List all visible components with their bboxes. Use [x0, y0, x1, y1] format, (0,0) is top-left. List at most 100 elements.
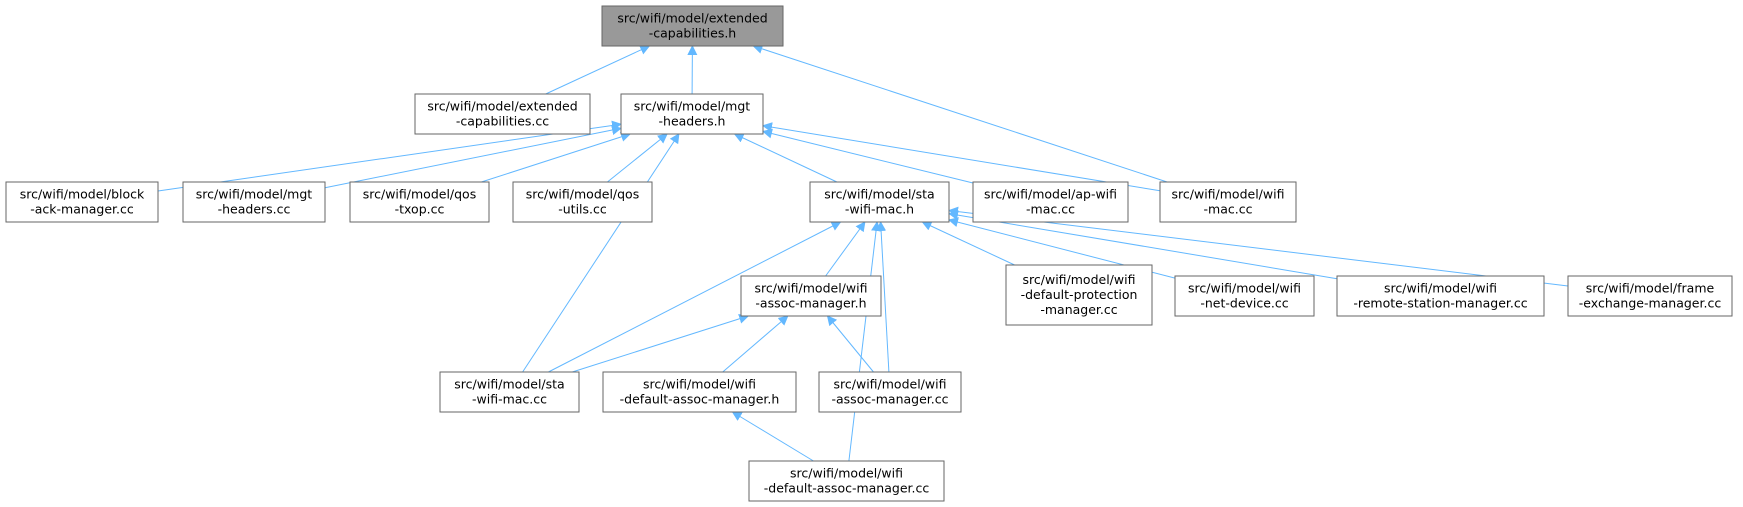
node-label-line: src/wifi/model/extended	[427, 99, 577, 114]
edge-n17-to-n10	[826, 315, 874, 373]
node-box	[1336, 275, 1545, 317]
edge-n6-to-n2	[607, 133, 668, 183]
node-label-line: src/wifi/model/wifi	[790, 466, 903, 481]
node-label-line: src/wifi/model/wifi	[834, 377, 947, 392]
node-n6[interactable]: src/wifi/model/qos-utils.cc	[512, 181, 653, 223]
node-box	[512, 181, 653, 223]
node-label-line: src/wifi/model/block	[20, 187, 145, 202]
edge-n4-to-n2	[324, 125, 622, 189]
edge-n17-to-n7	[876, 221, 890, 373]
node-label-line: -capabilities.h	[649, 26, 736, 41]
edge-n10-to-n7	[825, 221, 866, 277]
node-label-line: src/wifi/model/frame	[1586, 281, 1715, 296]
node-n3[interactable]: src/wifi/model/block-ack-manager.cc	[5, 181, 159, 223]
node-label-line: src/wifi/model/wifi	[1188, 281, 1301, 296]
node-label-line: -capabilities.cc	[456, 114, 549, 129]
node-box	[439, 371, 580, 413]
edge-n9-to-n2	[762, 122, 1161, 192]
node-box	[182, 181, 326, 223]
node-box	[1174, 275, 1315, 317]
edge-n3-to-n2	[157, 120, 622, 192]
nodes-layer: src/wifi/model/extended-capabilities.hsr…	[5, 5, 1733, 502]
node-n1[interactable]: src/wifi/model/extended-capabilities.cc	[414, 93, 591, 135]
node-label-line: -net-device.cc	[1200, 296, 1288, 311]
node-n9[interactable]: src/wifi/model/wifi-mac.cc	[1159, 181, 1297, 223]
node-n12[interactable]: src/wifi/model/wifi-net-device.cc	[1174, 275, 1315, 317]
node-label-line: src/wifi/model/wifi	[643, 377, 756, 392]
edges-layer	[157, 44, 1569, 462]
node-n8[interactable]: src/wifi/model/ap-wifi-mac.cc	[972, 181, 1129, 223]
node-n15[interactable]: src/wifi/model/sta-wifi-mac.cc	[439, 371, 580, 413]
node-root[interactable]: src/wifi/model/extended-capabilities.h	[601, 5, 784, 47]
edge-n15-to-n2	[522, 133, 680, 373]
node-label-line: -default-assoc-manager.cc	[764, 481, 930, 496]
node-label-line: -default-assoc-manager.h	[620, 392, 780, 407]
node-box	[601, 5, 784, 47]
node-label-line: src/wifi/model/mgt	[196, 187, 312, 202]
node-box	[349, 181, 490, 223]
node-label-line: -utils.cc	[558, 202, 607, 217]
node-box	[740, 275, 882, 317]
node-box	[620, 93, 764, 135]
edge-n9-to-n0	[752, 44, 1168, 183]
edge-n15-to-n10	[572, 313, 750, 373]
node-box	[809, 181, 950, 223]
node-box	[1159, 181, 1297, 223]
node-label-line: -wifi-mac.h	[845, 202, 914, 217]
node-box	[972, 181, 1129, 223]
node-n2[interactable]: src/wifi/model/mgt-headers.h	[620, 93, 764, 135]
node-label-line: -headers.h	[659, 114, 726, 129]
node-label-line: -manager.cc	[1040, 302, 1117, 317]
node-n13[interactable]: src/wifi/model/wifi-remote-station-manag…	[1336, 275, 1545, 317]
node-label-line: -mac.cc	[1204, 202, 1253, 217]
node-label-line: src/wifi/model/extended	[617, 11, 767, 26]
node-box	[414, 93, 591, 135]
node-label-line: src/wifi/model/sta	[824, 187, 934, 202]
node-label-line: -exchange-manager.cc	[1579, 296, 1722, 311]
node-label-line: -headers.cc	[218, 202, 291, 217]
node-n4[interactable]: src/wifi/model/mgt-headers.cc	[182, 181, 326, 223]
edge-n18-to-n16	[731, 411, 814, 462]
node-label-line: -assoc-manager.h	[755, 296, 866, 311]
edge-n16-to-n10	[722, 315, 789, 373]
node-label-line: src/wifi/model/qos	[363, 187, 476, 202]
node-label-line: src/wifi/model/ap-wifi	[984, 187, 1117, 202]
node-box	[818, 371, 962, 413]
node-n7[interactable]: src/wifi/model/sta-wifi-mac.h	[809, 181, 950, 223]
edge-n18-to-n7	[848, 221, 882, 462]
node-n16[interactable]: src/wifi/model/wifi-default-assoc-manage…	[602, 371, 797, 413]
node-label-line: -mac.cc	[1026, 202, 1075, 217]
edge-n5-to-n2	[481, 132, 632, 183]
edge-n7-to-n2	[733, 133, 838, 183]
node-label-line: src/wifi/model/wifi	[1384, 281, 1497, 296]
node-box	[748, 460, 945, 502]
node-n14[interactable]: src/wifi/model/frame-exchange-manager.cc	[1567, 275, 1733, 317]
node-label-line: src/wifi/model/wifi	[1023, 272, 1136, 287]
node-box	[1567, 275, 1733, 317]
edge-n15-to-n7	[548, 221, 842, 373]
node-label-line: -remote-station-manager.cc	[1353, 296, 1527, 311]
node-n5[interactable]: src/wifi/model/qos-txop.cc	[349, 181, 490, 223]
edge-n14-to-n7	[948, 206, 1569, 287]
node-n18[interactable]: src/wifi/model/wifi-default-assoc-manage…	[748, 460, 945, 502]
node-n10[interactable]: src/wifi/model/wifi-assoc-manager.h	[740, 275, 882, 317]
node-label-line: src/wifi/model/wifi	[755, 281, 868, 296]
edge-n8-to-n2	[762, 128, 974, 184]
edge-n13-to-n7	[948, 210, 1338, 280]
node-box	[602, 371, 797, 413]
node-label-line: -ack-manager.cc	[30, 202, 134, 217]
node-n11[interactable]: src/wifi/model/wifi-default-protection-m…	[1005, 264, 1153, 326]
node-label-line: -txop.cc	[395, 202, 445, 217]
edge-n1-to-n0	[545, 45, 651, 95]
node-box	[5, 181, 159, 223]
node-label-line: -assoc-manager.cc	[832, 392, 949, 407]
node-box	[1005, 264, 1153, 326]
node-label-line: src/wifi/model/sta	[454, 377, 564, 392]
node-label-line: -wifi-mac.cc	[472, 392, 547, 407]
edge-n11-to-n7	[921, 221, 1015, 266]
node-label-line: src/wifi/model/wifi	[1172, 187, 1285, 202]
node-label-line: src/wifi/model/mgt	[634, 99, 750, 114]
node-label-line: -default-protection	[1021, 287, 1138, 302]
node-n17[interactable]: src/wifi/model/wifi-assoc-manager.cc	[818, 371, 962, 413]
